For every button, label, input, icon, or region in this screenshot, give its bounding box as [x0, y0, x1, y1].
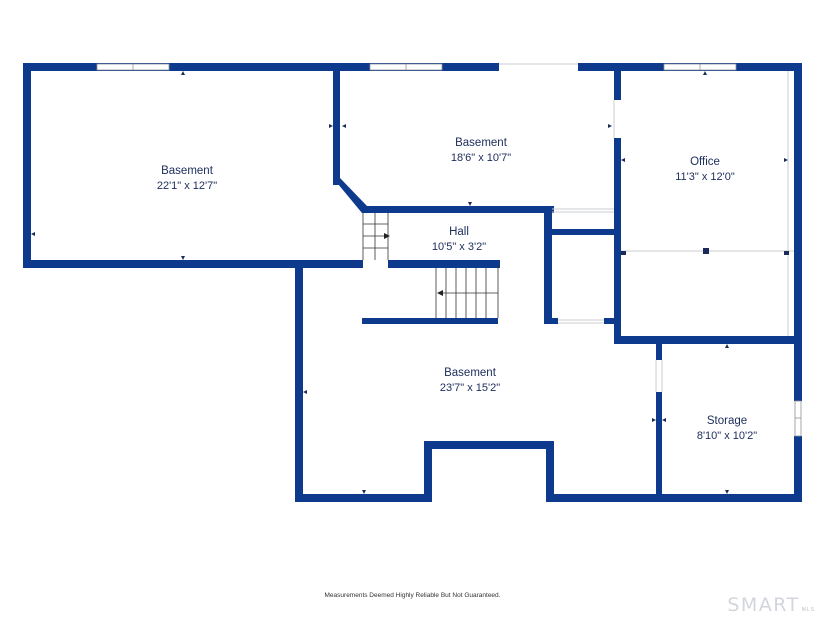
- room-label-basement-2: Basement 18'6" x 10'7": [451, 137, 511, 164]
- room-name: Basement: [455, 137, 508, 149]
- wall: [424, 441, 432, 502]
- wall: [388, 260, 500, 268]
- disclaimer-text: Measurements Deemed Highly Reliable But …: [324, 592, 501, 599]
- room-name: Storage: [707, 415, 747, 427]
- room-label-basement-3: Basement 23'7" x 15'2": [440, 367, 500, 394]
- room-dimensions: 18'6" x 10'7": [451, 152, 511, 164]
- room-dimensions: 8'10" x 10'2": [697, 430, 757, 442]
- wall: [362, 318, 498, 324]
- wall: [23, 63, 499, 71]
- logo-subtext: MLS: [801, 607, 815, 613]
- wall: [794, 436, 802, 502]
- room-label-office: Office 11'3" x 12'0": [675, 156, 735, 183]
- wall: [362, 206, 554, 213]
- wall: [295, 265, 303, 502]
- room-dimensions: 10'5" x 3'2": [432, 241, 486, 253]
- room-name: Basement: [444, 367, 497, 379]
- wall: [23, 260, 363, 268]
- room-label-basement-1: Basement 22'1" x 12'7": [157, 165, 217, 192]
- wall: [614, 138, 621, 342]
- wall: [546, 494, 802, 502]
- walls: [23, 63, 802, 502]
- room-label-storage: Storage 8'10" x 10'2": [697, 415, 757, 442]
- arrow-icon: [384, 233, 390, 239]
- arrow-icon: [437, 290, 443, 296]
- wall: [614, 336, 802, 344]
- angled-wall: [333, 178, 367, 213]
- room-dimensions: 23'7" x 15'2": [440, 382, 500, 394]
- wall: [656, 342, 662, 360]
- wall: [544, 229, 618, 235]
- room-dimensions: 22'1" x 12'7": [157, 180, 217, 192]
- wall: [656, 392, 662, 502]
- room-name: Basement: [161, 165, 214, 177]
- main-stair: [435, 265, 499, 318]
- window: [794, 400, 802, 437]
- logo-wordmark: SMART: [727, 594, 800, 616]
- wall: [424, 441, 554, 449]
- room-name: Hall: [449, 226, 469, 238]
- wall: [546, 441, 554, 502]
- wall: [614, 68, 621, 100]
- room-name: Office: [690, 156, 720, 168]
- wall: [23, 63, 31, 268]
- wall: [333, 63, 340, 185]
- wall: [544, 318, 558, 324]
- windows: [96, 63, 802, 437]
- wall: [544, 206, 552, 324]
- wall: [295, 494, 432, 502]
- wall: [604, 318, 618, 324]
- smart-mls-logo: SMART MLS: [727, 594, 815, 616]
- wall: [794, 63, 802, 401]
- room-dimensions: 11'3" x 12'0": [675, 171, 735, 183]
- dimension-markers: [31, 71, 789, 494]
- room-label-hall: Hall 10'5" x 3'2": [432, 226, 486, 253]
